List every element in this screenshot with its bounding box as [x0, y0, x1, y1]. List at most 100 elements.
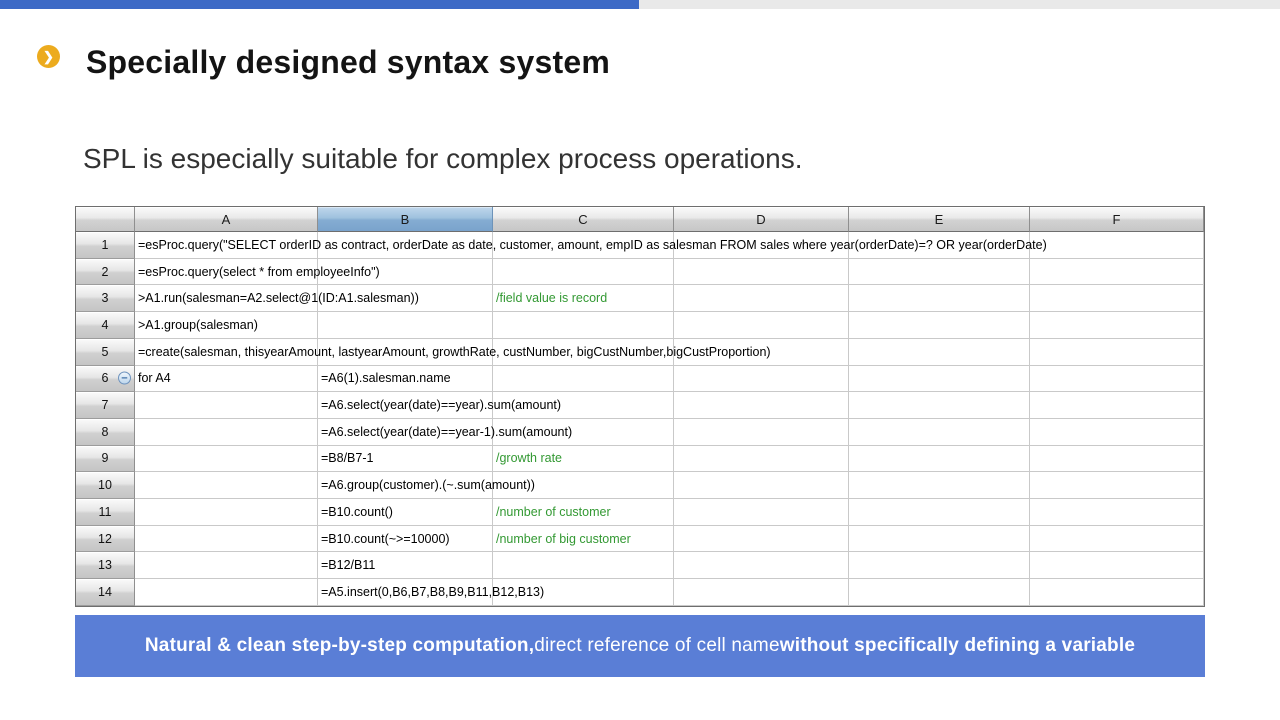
column-header-A[interactable]: A	[135, 207, 318, 232]
cell-E2[interactable]	[849, 258, 1030, 286]
cell-E6[interactable]	[849, 365, 1030, 393]
cell-D8[interactable]	[674, 418, 849, 446]
cell-E8[interactable]	[849, 418, 1030, 446]
cell-F9[interactable]	[1030, 445, 1204, 473]
cell-B3[interactable]	[318, 285, 493, 313]
collapse-row-icon[interactable]: −	[118, 371, 131, 385]
cell-E4[interactable]	[849, 312, 1030, 339]
row-header-6[interactable]: 6−	[76, 365, 135, 393]
column-header-E[interactable]: E	[849, 207, 1030, 232]
cell-D12[interactable]	[674, 525, 849, 553]
cell-D13[interactable]	[674, 552, 849, 580]
cell-E5[interactable]	[849, 338, 1030, 366]
cell-A3[interactable]: >A1.run(salesman=A2.select@1(ID:A1.sales…	[135, 285, 419, 313]
cell-E7[interactable]	[849, 392, 1030, 419]
cell-F1[interactable]	[1030, 232, 1204, 259]
cell-F8[interactable]	[1030, 418, 1204, 446]
cell-D6[interactable]	[674, 365, 849, 393]
cell-A11[interactable]	[135, 499, 318, 526]
cell-A12[interactable]	[135, 525, 318, 553]
cell-F2[interactable]	[1030, 258, 1204, 286]
cell-B14[interactable]: =A5.insert(0,B6,B7,B8,B9,B11,B12,B13)	[318, 579, 544, 606]
row-header-12[interactable]: 12	[76, 525, 135, 553]
cell-B7[interactable]: =A6.select(year(date)==year).sum(amount)	[318, 392, 561, 419]
cell-D9[interactable]	[674, 445, 849, 473]
cell-A6[interactable]: for A4	[135, 365, 318, 393]
cell-A5[interactable]: =create(salesman, thisyearAmount, lastye…	[135, 338, 771, 366]
row-header-11[interactable]: 11	[76, 499, 135, 526]
cell-D4[interactable]	[674, 312, 849, 339]
cell-C6[interactable]	[493, 365, 674, 393]
cell-A2[interactable]: =esProc.query(select * from employeeInfo…	[135, 258, 380, 286]
cell-F12[interactable]	[1030, 525, 1204, 553]
row-header-9[interactable]: 9	[76, 445, 135, 473]
cell-C13[interactable]	[493, 552, 674, 580]
cell-F10[interactable]	[1030, 472, 1204, 500]
cell-C4[interactable]	[493, 312, 674, 339]
cell-C11[interactable]: /number of customer	[493, 499, 674, 526]
cell-B2[interactable]	[318, 258, 493, 286]
row-header-1[interactable]: 1	[76, 232, 135, 259]
cell-F11[interactable]	[1030, 499, 1204, 526]
cell-E13[interactable]	[849, 552, 1030, 580]
cell-A1[interactable]: =esProc.query("SELECT orderID as contrac…	[135, 232, 1047, 259]
cell-B6[interactable]: =A6(1).salesman.name	[318, 365, 493, 393]
cell-C10[interactable]	[493, 472, 674, 500]
cell-A9[interactable]	[135, 445, 318, 473]
corner-select-all-cell[interactable]	[76, 207, 135, 232]
cell-C3[interactable]: /field value is record	[493, 285, 674, 313]
cell-E3[interactable]	[849, 285, 1030, 313]
cell-E1[interactable]	[849, 232, 1030, 259]
cell-B12[interactable]: =B10.count(~>=10000)	[318, 525, 493, 553]
cell-F7[interactable]	[1030, 392, 1204, 419]
cell-F4[interactable]	[1030, 312, 1204, 339]
column-header-F[interactable]: F	[1030, 207, 1204, 232]
cell-F14[interactable]	[1030, 579, 1204, 606]
cell-D5[interactable]	[674, 338, 849, 366]
cell-B13[interactable]: =B12/B11	[318, 552, 493, 580]
cell-D2[interactable]	[674, 258, 849, 286]
column-header-C[interactable]: C	[493, 207, 674, 232]
cell-D3[interactable]	[674, 285, 849, 313]
cell-B8[interactable]: =A6.select(year(date)==year-1).sum(amoun…	[318, 418, 572, 446]
column-header-B[interactable]: B	[318, 207, 493, 232]
cell-A13[interactable]	[135, 552, 318, 580]
cell-D11[interactable]	[674, 499, 849, 526]
cell-C9[interactable]: /growth rate	[493, 445, 674, 473]
cell-D7[interactable]	[674, 392, 849, 419]
cell-C8[interactable]	[493, 418, 674, 446]
cell-F3[interactable]	[1030, 285, 1204, 313]
cell-C14[interactable]	[493, 579, 674, 606]
cell-B9[interactable]: =B8/B7-1	[318, 445, 493, 473]
row-header-3[interactable]: 3	[76, 285, 135, 313]
cell-C5[interactable]	[493, 338, 674, 366]
cell-A10[interactable]	[135, 472, 318, 500]
row-header-8[interactable]: 8	[76, 418, 135, 446]
cell-E12[interactable]	[849, 525, 1030, 553]
row-header-13[interactable]: 13	[76, 552, 135, 580]
row-header-10[interactable]: 10	[76, 472, 135, 500]
cell-B10[interactable]: =A6.group(customer).(~.sum(amount))	[318, 472, 535, 500]
row-header-2[interactable]: 2	[76, 258, 135, 286]
cell-F5[interactable]	[1030, 338, 1204, 366]
cell-E9[interactable]	[849, 445, 1030, 473]
cell-D10[interactable]	[674, 472, 849, 500]
cell-A8[interactable]	[135, 418, 318, 446]
cell-D1[interactable]	[674, 232, 849, 259]
cell-A4[interactable]: >A1.group(salesman)	[135, 312, 318, 339]
cell-C1[interactable]	[493, 232, 674, 259]
column-header-D[interactable]: D	[674, 207, 849, 232]
cell-F6[interactable]	[1030, 365, 1204, 393]
row-header-4[interactable]: 4	[76, 312, 135, 339]
cell-E11[interactable]	[849, 499, 1030, 526]
row-header-14[interactable]: 14	[76, 579, 135, 606]
cell-F13[interactable]	[1030, 552, 1204, 580]
cell-A7[interactable]	[135, 392, 318, 419]
cell-B5[interactable]	[318, 338, 493, 366]
cell-C12[interactable]: /number of big customer	[493, 525, 674, 553]
row-header-7[interactable]: 7	[76, 392, 135, 419]
cell-C2[interactable]	[493, 258, 674, 286]
cell-B11[interactable]: =B10.count()	[318, 499, 493, 526]
cell-B4[interactable]	[318, 312, 493, 339]
row-header-5[interactable]: 5	[76, 338, 135, 366]
